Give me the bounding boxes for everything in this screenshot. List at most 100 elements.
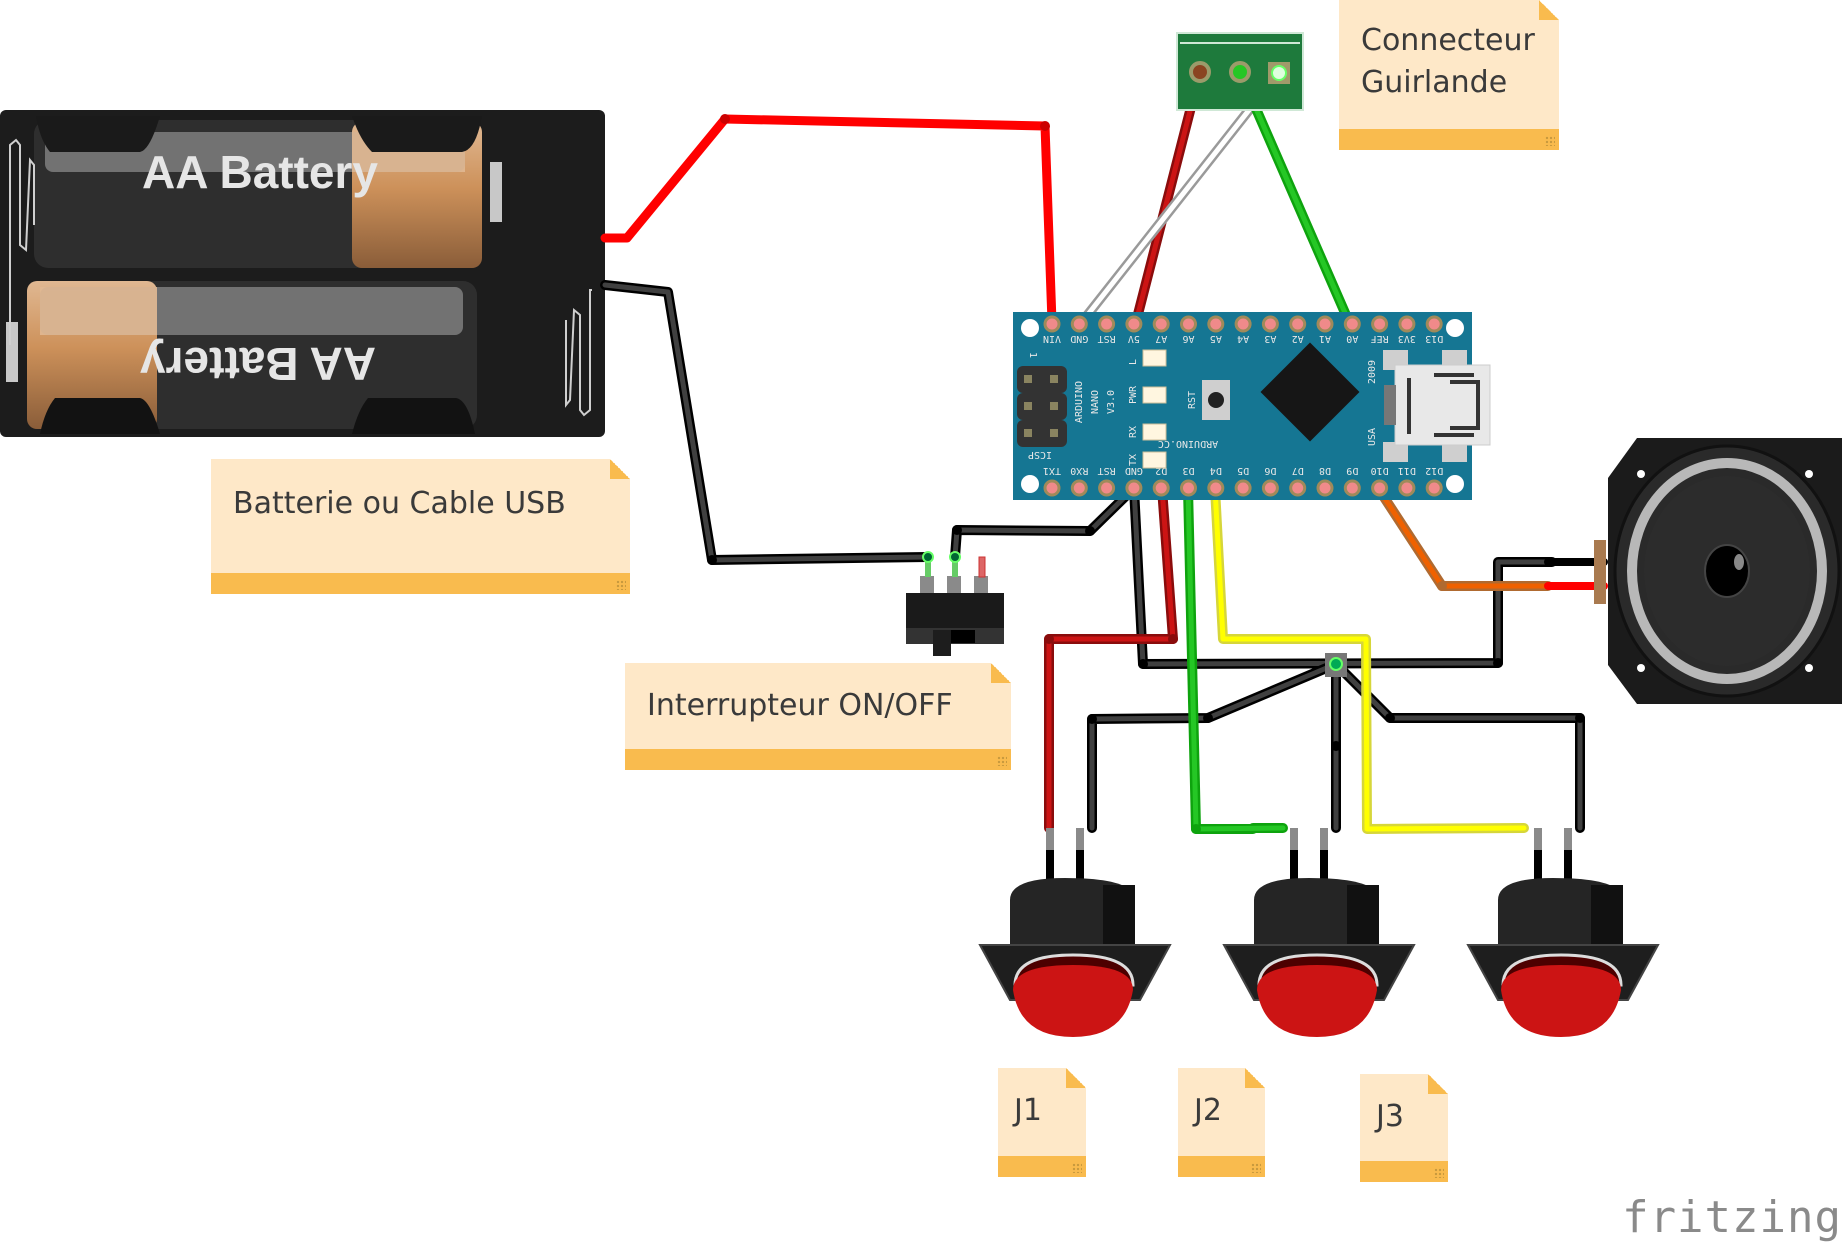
board-name: ARDUINO NANO V3.0 [1074,381,1117,423]
wire-d10-speaker[interactable] [1373,483,1553,591]
wires [600,67,1608,834]
top-pin-a0[interactable] [1343,315,1361,333]
top-pin-5v[interactable] [1125,315,1143,333]
note-connector-text: Connecteur Guirlande [1361,23,1535,100]
bottom-pin-d3[interactable] [1180,479,1197,497]
svg-text:V3.0: V3.0 [1106,390,1117,414]
wire-battery-gnd-to-switch[interactable] [600,280,933,565]
bottom-pin-label: D8 [1319,465,1331,476]
bottom-pin-label: D5 [1237,465,1249,476]
speaker[interactable] [1594,438,1842,704]
connector-pin-3[interactable] [1271,65,1287,81]
fritzing-logo: fritzing [1622,1192,1842,1243]
top-pin-label: A7 [1155,333,1167,344]
wire-gnd-j3[interactable] [1331,659,1585,833]
bottom-pin-label: D12 [1425,465,1443,476]
note-switch-text: Interrupteur ON/OFF [647,688,953,723]
wire-d3-j2[interactable] [1183,483,1288,834]
top-pin-a2[interactable] [1289,315,1307,333]
bottom-pin-d11[interactable] [1398,479,1416,497]
usb-connector[interactable] [1383,350,1491,462]
top-pin-label: A1 [1319,333,1331,344]
note-battery[interactable]: Batterie ou Cable USB [211,459,630,594]
led-strip-connector[interactable] [1176,32,1304,111]
top-pin-label: A0 [1346,333,1358,344]
note-j3-text: J3 [1376,1099,1404,1134]
svg-text:ARDUINO: ARDUINO [1074,381,1085,423]
bottom-pin-label: D2 [1155,465,1167,476]
bottom-pin-label: D6 [1264,465,1276,476]
bottom-pin-d9[interactable] [1343,479,1361,497]
top-pin-label: 3V3 [1398,333,1416,344]
bottom-pin-d12[interactable] [1425,479,1443,497]
top-pin-label: 5V [1128,333,1140,344]
header-index: 1 [1027,352,1038,358]
top-pin-3v3[interactable] [1398,315,1416,333]
slide-switch[interactable] [906,551,1004,656]
bottom-pin-label: D11 [1398,465,1416,476]
top-pin-a7[interactable] [1152,315,1170,333]
bottom-pin-label: D10 [1371,465,1389,476]
note-j1[interactable]: J1 [998,1068,1086,1177]
status-leds: L PWR RX TX [1128,349,1167,469]
note-j3[interactable]: J3 [1360,1074,1448,1182]
connector-pin-1[interactable] [1189,61,1211,83]
bottom-pin-label: D9 [1346,465,1358,476]
bottom-pin-rst[interactable] [1098,479,1116,497]
bottom-pin-rx0[interactable] [1070,479,1088,497]
top-pin-label: RST [1098,333,1116,344]
note-j2-text: J2 [1194,1093,1222,1128]
top-pin-label: A6 [1182,333,1194,344]
note-switch[interactable]: Interrupteur ON/OFF [625,663,1011,770]
wire-gnd-j1[interactable] [1087,659,1341,833]
top-pin-a4[interactable] [1234,315,1252,333]
bottom-pin-gnd[interactable] [1125,479,1143,497]
bottom-pin-d7[interactable] [1289,479,1307,497]
bottom-pin-d10[interactable] [1371,479,1389,497]
top-pin-a5[interactable] [1207,315,1225,333]
top-pin-label: REF [1371,333,1389,344]
bottom-pin-d8[interactable] [1316,479,1334,497]
push-button-j2[interactable] [1222,828,1416,1037]
bottom-pin-tx1[interactable] [1043,479,1061,497]
bottom-pin-label: TX1 [1043,465,1061,476]
top-pin-d13[interactable] [1425,315,1443,333]
push-buttons [978,828,1660,1037]
push-button-j1[interactable] [978,828,1172,1037]
note-connector[interactable]: Connecteur Guirlande [1339,0,1559,150]
top-pin-rst[interactable] [1098,315,1116,333]
push-button-j3[interactable] [1466,828,1660,1037]
top-pin-ref[interactable] [1371,315,1389,333]
note-j2[interactable]: J2 [1178,1068,1265,1177]
connector-pin-2[interactable] [1229,61,1251,83]
battery-pack[interactable]: AA Battery AA Battery [0,110,605,437]
wire-d2-j1[interactable] [1044,483,1178,833]
battery-label-top: AA Battery [142,146,378,198]
top-pin-a6[interactable] [1180,315,1197,333]
top-pin-gnd[interactable] [1070,315,1088,333]
note-j1-text: J1 [1014,1093,1042,1128]
bottom-pin-d4[interactable] [1207,479,1225,497]
top-pin-a3[interactable] [1261,315,1279,333]
switch-slider[interactable] [933,630,951,656]
battery-cell-bottom: AA Battery [6,281,477,434]
icsp-label: ICSP [1028,449,1052,460]
reset-button[interactable]: RST [1187,380,1230,420]
bottom-pin-label: GND [1125,465,1143,476]
top-pin-a1[interactable] [1316,315,1334,333]
led-label-l: L [1128,359,1139,365]
top-pin-vin[interactable] [1043,315,1061,333]
bottom-pin-d5[interactable] [1234,479,1252,497]
bottom-pin-d2[interactable] [1152,479,1170,497]
top-pin-label: A4 [1237,333,1249,344]
top-pin-label: D13 [1425,333,1443,344]
bottom-pin-label: RST [1098,465,1116,476]
led-label-tx: TX [1128,454,1139,466]
note-battery-text: Batterie ou Cable USB [233,486,566,521]
top-pin-label: GND [1070,333,1088,344]
bottom-pin-d6[interactable] [1261,479,1279,497]
